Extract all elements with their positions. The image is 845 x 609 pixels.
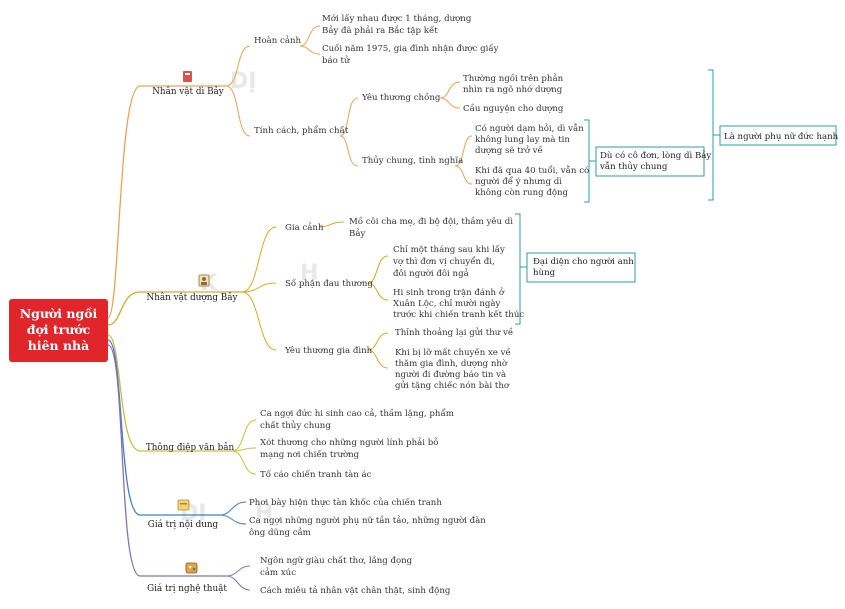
topic-gia-canh[interactable]: Gia cảnh	[285, 222, 324, 233]
leaf-text: Cách miêu tả nhân vật chân thật, sinh độ…	[260, 585, 451, 596]
leaf-text: dượng sẽ trở về	[475, 144, 543, 156]
bracket-thuy-chung	[584, 119, 596, 203]
leaf-text: Chỉ một tháng sau khi lấy	[393, 244, 505, 255]
leaf-text: Mồ côi cha mẹ, đi bộ đội, thầm yêu dì	[349, 215, 513, 227]
leaf-text: chất thủy chung	[260, 420, 331, 431]
branch-label: Giá trị nghệ thuật	[147, 583, 227, 594]
topic-hoan-canh[interactable]: Hoàn cảnh	[254, 35, 302, 46]
branch-label: Thông điệp văn bản	[146, 442, 235, 453]
leaf-text: Cuối năm 1975, gia đình nhận được giấy	[322, 43, 499, 54]
summary-text: hùng	[533, 267, 556, 278]
leaf-text: Ca ngợi đức hi sinh cao cả, thầm lặng, p…	[260, 407, 454, 419]
portrait-icon	[198, 274, 210, 287]
branch-nhan-vat-di-bay[interactable]: Nhân vật dì Bảy	[152, 71, 224, 97]
b2-connectors	[241, 221, 389, 369]
svg-text:H: H	[255, 501, 273, 526]
leaf-text: không lung lay mà tin	[475, 134, 570, 145]
svg-text:DỊ: DỊ	[230, 69, 256, 94]
leaf-text: cảm xúc	[260, 567, 296, 578]
leaf-text: Tố cáo chiến tranh tàn ác	[260, 469, 372, 480]
leaf-text: Thường ngồi trên phản	[463, 73, 564, 84]
root-line-2: đợi trước	[27, 322, 91, 337]
leaf-text: Thỉnh thoảng lại gửi thư về	[395, 326, 513, 338]
leaf-text: ông dũng cảm	[249, 527, 311, 538]
leaf-text: nhìn ra ngõ nhớ dượng	[463, 84, 563, 95]
summary-box-thuy-chung[interactable]: Dù có cô đơn, lòng dì Bảy vẫn thủy chung	[595, 146, 711, 177]
connector-b3	[107, 334, 232, 452]
summary-box-duc-hanh[interactable]: Là người phụ nữ đức hạnh	[719, 125, 839, 146]
topic-thuy-chung[interactable]: Thủy chung, tình nghĩa	[362, 155, 463, 166]
b5-connectors	[225, 565, 251, 591]
watermark: DỊ K H DỊ H	[180, 69, 318, 526]
leaf-text: vợ thì đơn vị chuyển đi,	[392, 255, 495, 267]
leaf-text: Xuân Lộc, chỉ mười ngày	[393, 298, 501, 309]
branch-label: Nhân vật dì Bảy	[152, 86, 224, 97]
branch-label: Nhân vật dượng Bảy	[147, 292, 238, 303]
summary-text: Dù có cô đơn, lòng dì Bảy	[600, 150, 711, 161]
leaf-text: Có người dạm hỏi, dì vẫn	[475, 122, 584, 134]
bracket-summary2	[708, 69, 720, 201]
connector-b1	[107, 85, 226, 319]
leaf-text: Ngôn ngữ giàu chất thơ, lắng đọng	[260, 554, 413, 566]
root-node[interactable]: Người ngồi đợi trước hiên nhà	[9, 299, 108, 362]
summary-box-anh-hung[interactable]: Đại diện cho người anh hùng	[526, 252, 636, 283]
leaf-text: báo tử	[322, 55, 350, 66]
leaf-text: Hi sinh trong trận đánh ở	[393, 287, 505, 298]
leaf-text: Khi đã qua 40 tuổi, vẫn có	[475, 164, 589, 176]
branch-thong-diep[interactable]: Thông điệp văn bản	[146, 442, 235, 453]
branch-nhan-vat-duong-bay[interactable]: Nhân vật dượng Bảy	[147, 274, 238, 303]
topic-so-phan[interactable]: Số phận đau thương	[285, 278, 373, 289]
leaf-text: thăm gia đình, dượng nhờ	[395, 358, 508, 369]
leaf-text: Mới lấy nhau được 1 tháng, dượng	[322, 13, 472, 24]
leaf-text: Ca ngợi những người phụ nữ tần tảo, nhữn…	[249, 514, 486, 526]
leaf-text: đôi người đôi ngả	[393, 268, 469, 279]
document-icon	[177, 499, 190, 511]
leaf-text: Cầu nguyện cho dượng	[463, 102, 564, 114]
b1-brackets	[584, 69, 720, 203]
leaf-text: Bảy	[349, 228, 365, 239]
branch-label: Giá trị nội dung	[148, 519, 219, 530]
root-line-1: Người ngồi	[20, 306, 98, 321]
leaf-text: không còn rung động	[475, 187, 569, 198]
root-connectors	[107, 85, 242, 577]
b3-connectors	[231, 419, 257, 475]
leaf-text: Bảy đã phải ra Bắc tập kết	[322, 24, 438, 36]
leaf-text: trước khi chiến tranh kết thúc	[393, 309, 524, 320]
leaf-text: người để ý nhưng dì	[475, 175, 562, 187]
summary-text: Đại diện cho người anh	[533, 256, 634, 267]
branch-gia-tri-noi-dung[interactable]: Giá trị nội dung	[148, 499, 219, 530]
summary-text: Là người phụ nữ đức hạnh	[724, 131, 839, 142]
branch-gia-tri-nghe-thuat[interactable]: Giá trị nghệ thuật	[147, 562, 227, 594]
svg-text:H: H	[300, 261, 318, 286]
b1-connectors	[225, 25, 473, 185]
palette-icon	[185, 562, 198, 574]
b2-bracket	[515, 213, 527, 325]
leaf-text: Xót thương cho những người lính phải bỏ	[260, 437, 438, 448]
topic-tinh-cach[interactable]: Tính cách, phẩm chất	[254, 124, 349, 136]
b4-connectors	[219, 501, 247, 525]
leaf-text: gửi tặng chiếc nón bài thơ	[395, 380, 510, 391]
leaf-text: người đi đường báo tin và	[395, 369, 506, 380]
connector-b4	[107, 339, 220, 516]
topic-yeu-thuong-chong[interactable]: Yêu thương chồng	[361, 92, 441, 103]
summary-text: vẫn thủy chung	[599, 160, 668, 172]
root-line-3: hiên nhà	[28, 338, 90, 353]
book-icon	[183, 71, 192, 82]
connector-b2	[107, 291, 242, 326]
leaf-text: Phơi bày hiện thực tàn khốc của chiến tr…	[249, 497, 442, 508]
connector-b5	[107, 344, 226, 577]
topic-yeu-thuong-gia-dinh[interactable]: Yêu thương gia đình	[284, 345, 373, 356]
leaf-text: mạng nơi chiến trường	[260, 449, 360, 460]
leaf-text: Khi bị lỡ mất chuyến xe về	[395, 346, 511, 358]
